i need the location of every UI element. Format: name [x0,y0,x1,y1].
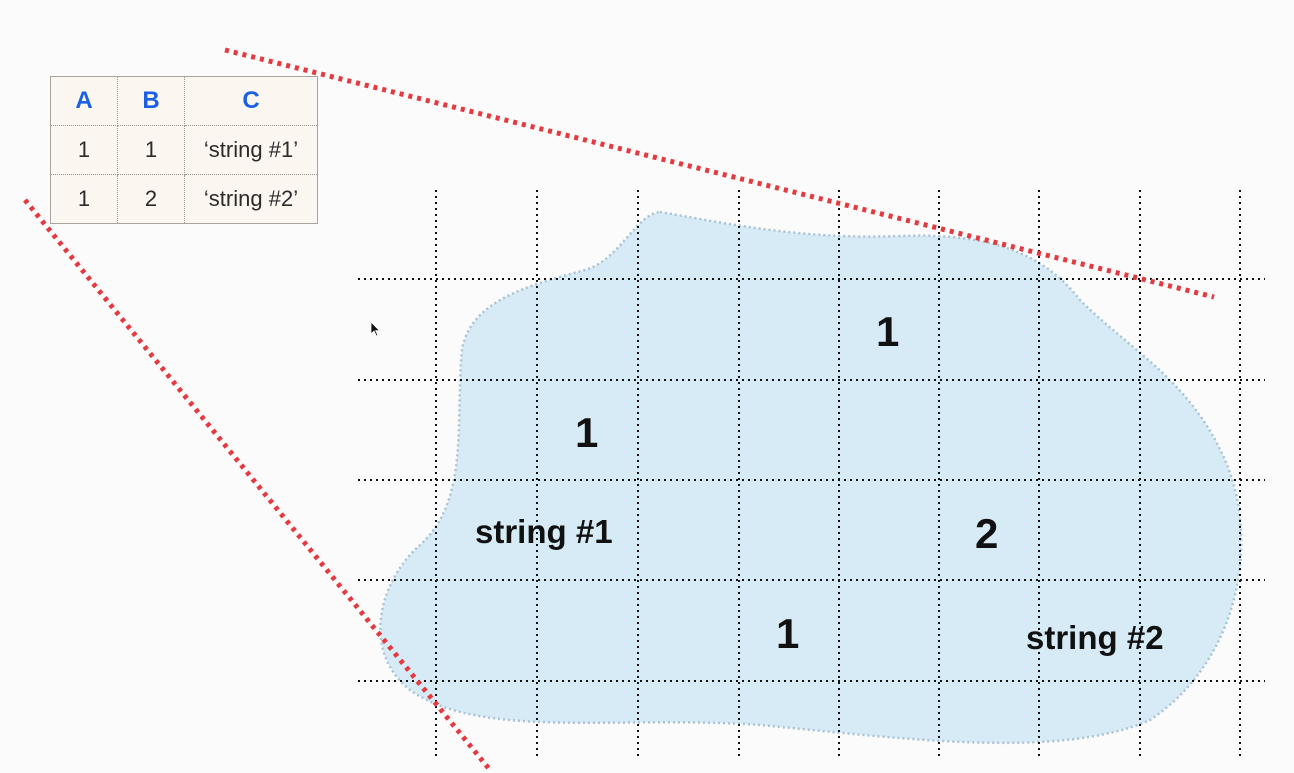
table-cell: 2 [117,174,185,224]
table-cell: 1 [50,125,118,175]
grid-value: 2 [975,510,999,557]
data-table: A B C 1 1 ‘string #1’ 1 2 ‘string #2’ [50,76,318,224]
column-header-b: B [117,76,185,126]
table-row: 1 1 ‘string #1’ [50,125,318,175]
table-cell: 1 [117,125,185,175]
grid-value: 1 [776,610,800,657]
column-header-c: C [184,76,318,126]
table-row: 1 2 ‘string #2’ [50,174,318,224]
table-cell: 1 [50,174,118,224]
storage-blob [379,210,1243,745]
guide-line-left [23,198,492,772]
guide-line-top [224,47,1215,300]
grid [358,190,1265,760]
grid-value: string #2 [1026,619,1164,656]
table-header-row: A B C [50,76,318,126]
guide-lines [23,47,1215,772]
grid-value: 1 [575,409,599,456]
grid-value: string #1 [475,513,613,550]
mouse-cursor-icon [370,321,381,337]
grid-value: 1 [876,308,900,355]
column-header-a: A [50,76,118,126]
table-cell: ‘string #2’ [184,174,318,224]
table-cell: ‘string #1’ [184,125,318,175]
